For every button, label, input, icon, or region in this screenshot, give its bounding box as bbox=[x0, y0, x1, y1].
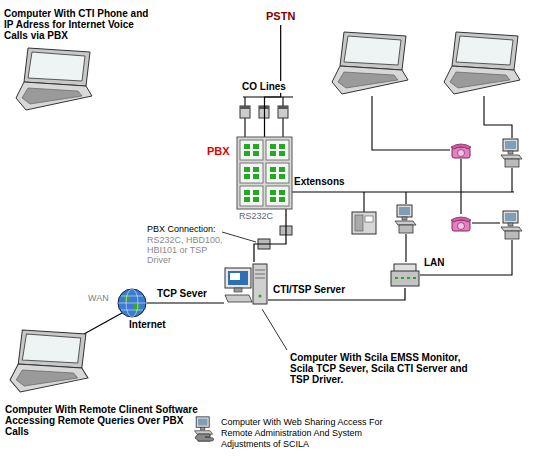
node-text: Computer With Remote Clinent Software Ac… bbox=[5, 404, 200, 437]
web-shape bbox=[193, 416, 217, 442]
hub-shape bbox=[390, 262, 420, 288]
connection-heading: PBX Connection: bbox=[147, 224, 216, 234]
lan-hub: LAN bbox=[390, 262, 420, 288]
connection-options: RS232C, HBD100, HBI101 or TSP Driver bbox=[147, 235, 225, 265]
node-text: PSTN bbox=[266, 10, 295, 23]
pbx-shape bbox=[237, 137, 292, 209]
node-text: Internet bbox=[129, 319, 166, 331]
internet-globe: Internet bbox=[117, 288, 147, 318]
node-text: Computer With CTI Phone and IP Adress fo… bbox=[4, 8, 154, 41]
node-text: LAN bbox=[424, 257, 445, 269]
edge-label: CTI/TSP Server bbox=[272, 284, 346, 296]
edge-label: CO Lines bbox=[241, 81, 287, 93]
wire bbox=[243, 96, 514, 275]
web-sharing-icon: Computer With Web Sharing Access For Rem… bbox=[193, 416, 217, 442]
extensions-label: Extensons bbox=[294, 176, 345, 188]
remote-laptop bbox=[332, 32, 520, 94]
edge-label: TCP Sever bbox=[156, 288, 208, 300]
node-text: PBX bbox=[207, 145, 230, 158]
server-computer: Computer With Scila EMSS Monitor, Scila … bbox=[224, 262, 268, 306]
extension-device bbox=[352, 139, 522, 239]
pstn-node: PSTN bbox=[266, 10, 295, 23]
globe-shape bbox=[117, 288, 147, 318]
serial-plug bbox=[258, 226, 292, 249]
cti-laptop: Computer With CTI Phone and IP Adress fo… bbox=[14, 46, 94, 112]
laptop-shape bbox=[14, 46, 94, 112]
node-text: RS232C bbox=[239, 211, 273, 221]
server-shape bbox=[224, 262, 268, 306]
node-text: Computer With Web Sharing Access For Rem… bbox=[221, 417, 396, 450]
pbx-cabinet: PBXRS232C bbox=[237, 137, 292, 209]
connector bbox=[147, 302, 224, 303]
node-text: Computer With Scila EMSS Monitor, Scila … bbox=[290, 352, 480, 385]
remote-laptop: Computer With Remote Clinent Software Ac… bbox=[8, 328, 90, 394]
connector bbox=[84, 313, 122, 334]
wan-label: WAN bbox=[88, 293, 109, 304]
laptop-shape bbox=[8, 328, 90, 394]
